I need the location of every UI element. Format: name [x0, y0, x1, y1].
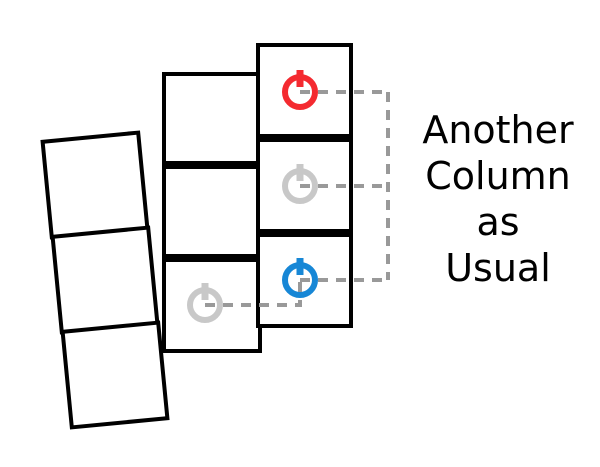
right-card-3-power-icon[interactable] [282, 258, 318, 298]
annotation-line-1: Another [422, 108, 574, 152]
right-card-1[interactable] [256, 43, 353, 138]
tilted-card-3[interactable] [60, 320, 170, 430]
annotation-line-3: as [476, 200, 519, 244]
middle-card-1[interactable] [162, 72, 262, 165]
connector-group [205, 90, 390, 307]
tilted-card-2[interactable] [50, 225, 160, 335]
middle-card-3-power-icon[interactable] [187, 283, 223, 323]
middle-column [162, 72, 262, 353]
tilted-card-1[interactable] [40, 130, 150, 240]
annotation-line-4: Usual [445, 246, 551, 290]
annotation-line-2: Column [425, 154, 571, 198]
annotation-label: Another Column as Usual [422, 108, 574, 290]
right-card-2-power-icon[interactable] [282, 164, 318, 204]
right-card-1-power-icon[interactable] [282, 70, 318, 110]
connector-middlegray-to-blue [205, 280, 302, 307]
middle-card-2[interactable] [162, 165, 262, 258]
tilted-column [40, 130, 170, 430]
